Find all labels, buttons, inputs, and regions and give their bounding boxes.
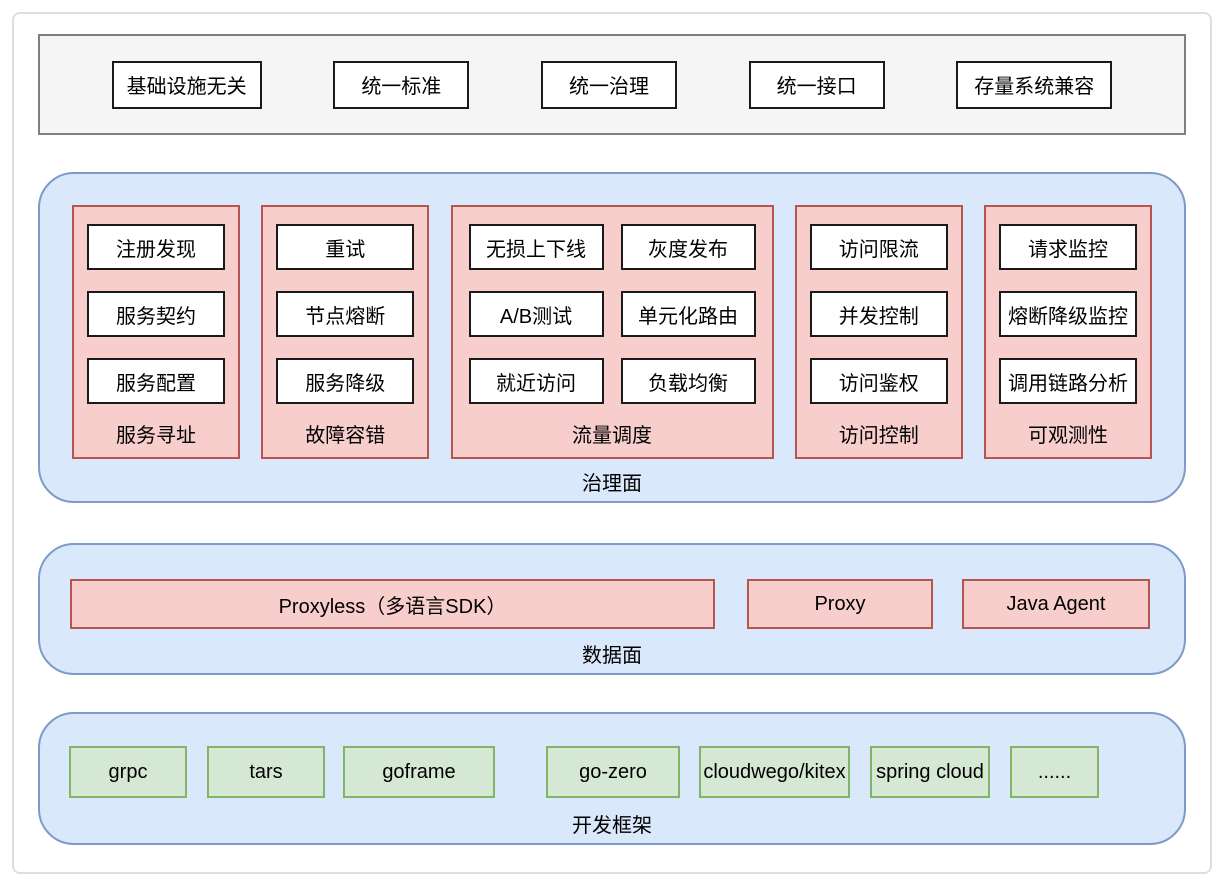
feature-box: 无损上下线 — [468, 224, 604, 270]
principle-box: 统一接口 — [748, 60, 885, 109]
feature-box: 注册发现 — [87, 224, 225, 270]
feature-box: 节点熔断 — [276, 291, 415, 337]
feature-box: 负载均衡 — [620, 358, 756, 404]
data-plane-box-proxy: Proxy — [747, 579, 933, 629]
framework-box: go-zero — [546, 746, 680, 798]
plane-label-dev-frameworks: 开发框架 — [572, 815, 652, 837]
feature-box: 访问限流 — [809, 224, 948, 270]
principle-box: 存量系统兼容 — [956, 60, 1113, 109]
column-label: 故障容错 — [305, 425, 386, 447]
framework-box: ...... — [1010, 746, 1099, 798]
column-label: 可观测性 — [1028, 425, 1108, 447]
data-plane-box-proxyless: Proxyless（多语言SDK） — [70, 579, 715, 629]
governance-columns: 注册发现 服务契约 服务配置 服务寻址 重试 节点熔断 服务降级 故障容错 无损… — [72, 205, 1152, 459]
data-plane: Proxyless（多语言SDK） Proxy Java Agent 数据面 — [38, 543, 1186, 675]
feature-box: A/B测试 — [468, 291, 604, 337]
framework-row: grpc tars goframe go-zero cloudwego/kite… — [69, 746, 1099, 798]
feature-box: 灰度发布 — [620, 224, 756, 270]
framework-box: grpc — [69, 746, 187, 798]
feature-box: 服务降级 — [276, 358, 415, 404]
feature-box: 调用链路分析 — [999, 358, 1137, 404]
principles-bar: 基础设施无关 统一标准 统一治理 统一接口 存量系统兼容 — [38, 34, 1186, 135]
feature-box: 请求监控 — [999, 224, 1137, 270]
governance-column-access-control: 访问限流 并发控制 访问鉴权 访问控制 — [794, 205, 963, 459]
feature-box: 服务契约 — [87, 291, 225, 337]
principle-box: 基础设施无关 — [111, 60, 262, 109]
feature-box: 重试 — [276, 224, 415, 270]
feature-box: 服务配置 — [87, 358, 225, 404]
feature-box: 并发控制 — [809, 291, 948, 337]
plane-label-data: 数据面 — [582, 645, 642, 667]
column-label: 访问控制 — [838, 425, 919, 447]
framework-box: tars — [207, 746, 325, 798]
framework-box: cloudwego/kitex — [699, 746, 850, 798]
principle-box: 统一治理 — [540, 60, 677, 109]
principle-box: 统一标准 — [333, 60, 470, 109]
feature-box: 就近访问 — [468, 358, 604, 404]
framework-box: goframe — [343, 746, 495, 798]
feature-box: 单元化路由 — [620, 291, 756, 337]
governance-column-observability: 请求监控 熔断降级监控 调用链路分析 可观测性 — [984, 205, 1152, 459]
governance-plane: 注册发现 服务契约 服务配置 服务寻址 重试 节点熔断 服务降级 故障容错 无损… — [38, 172, 1186, 503]
governance-column-fault-tolerance: 重试 节点熔断 服务降级 故障容错 — [261, 205, 430, 459]
feature-box: 访问鉴权 — [809, 358, 948, 404]
framework-box: spring cloud — [870, 746, 990, 798]
column-label: 服务寻址 — [116, 425, 196, 447]
governance-column-traffic-scheduling: 无损上下线 灰度发布 A/B测试 单元化路由 就近访问 负载均衡 流量调度 — [450, 205, 774, 459]
dev-frameworks-plane: grpc tars goframe go-zero cloudwego/kite… — [38, 712, 1186, 845]
governance-column-service-addressing: 注册发现 服务契约 服务配置 服务寻址 — [72, 205, 240, 459]
plane-label-governance: 治理面 — [582, 473, 642, 495]
feature-box: 熔断降级监控 — [999, 291, 1137, 337]
column-label: 流量调度 — [572, 425, 652, 447]
data-plane-box-java-agent: Java Agent — [962, 579, 1150, 629]
